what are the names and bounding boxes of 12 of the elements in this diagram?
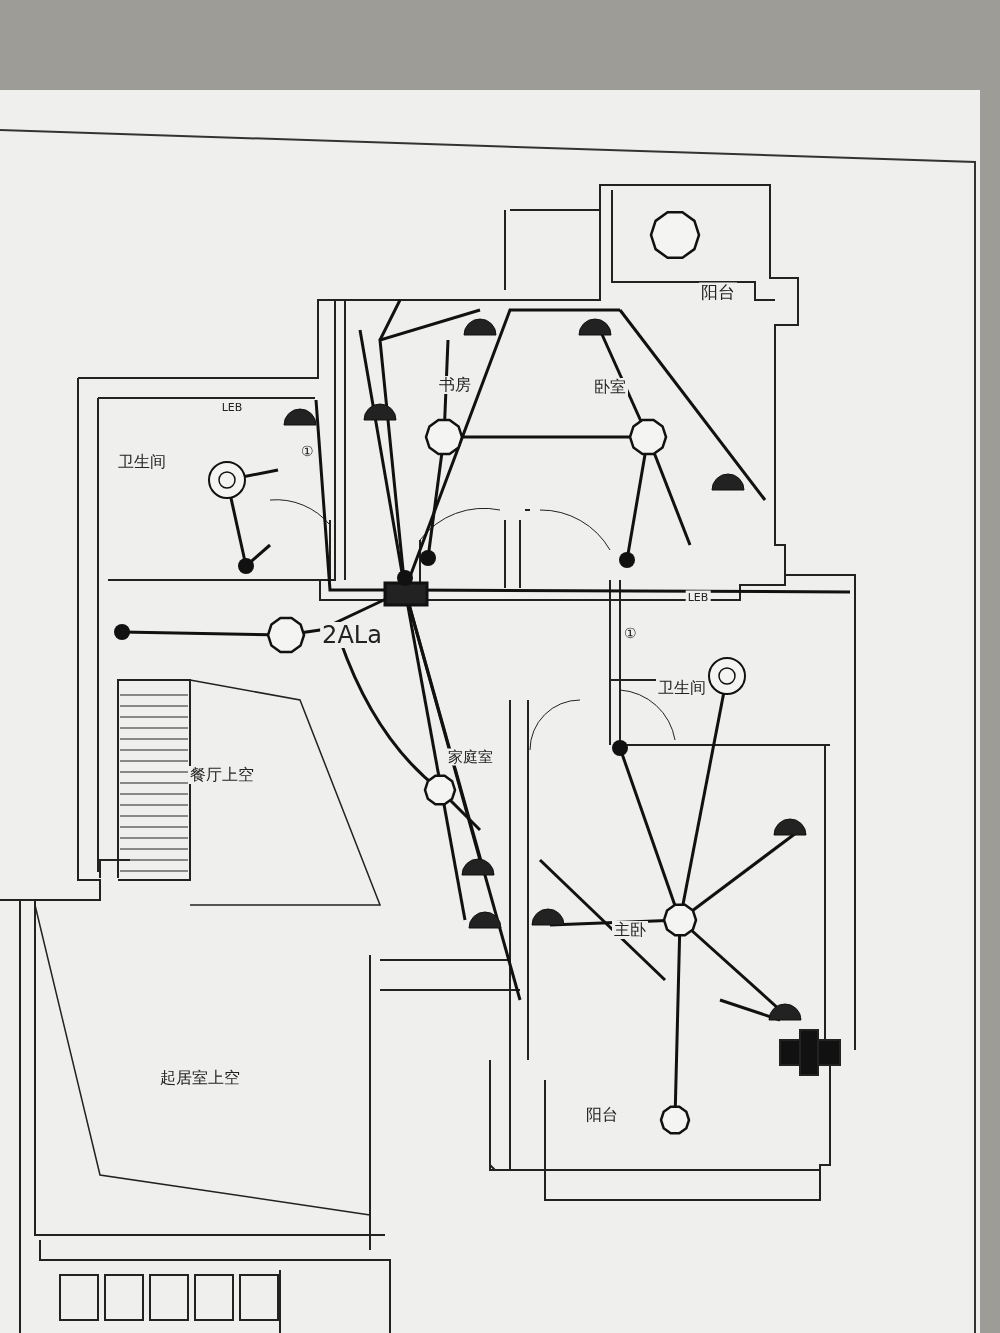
room-label: 餐厅上空 [188,766,256,784]
room-label: 起居室上空 [158,1069,242,1087]
room-label: 家庭室 [445,748,495,766]
room-label: 书房 [437,376,473,394]
device-label: LEB [219,400,245,414]
room-label: 阳台 [699,282,737,302]
device-label: LEB [685,590,711,604]
room-label: 卧室 [592,378,628,396]
room-label: 卫生间 [116,453,168,471]
room-label: 卫生间 [656,679,708,697]
room-label: 阳台 [584,1106,620,1124]
room-label: 主卧 [612,921,648,939]
